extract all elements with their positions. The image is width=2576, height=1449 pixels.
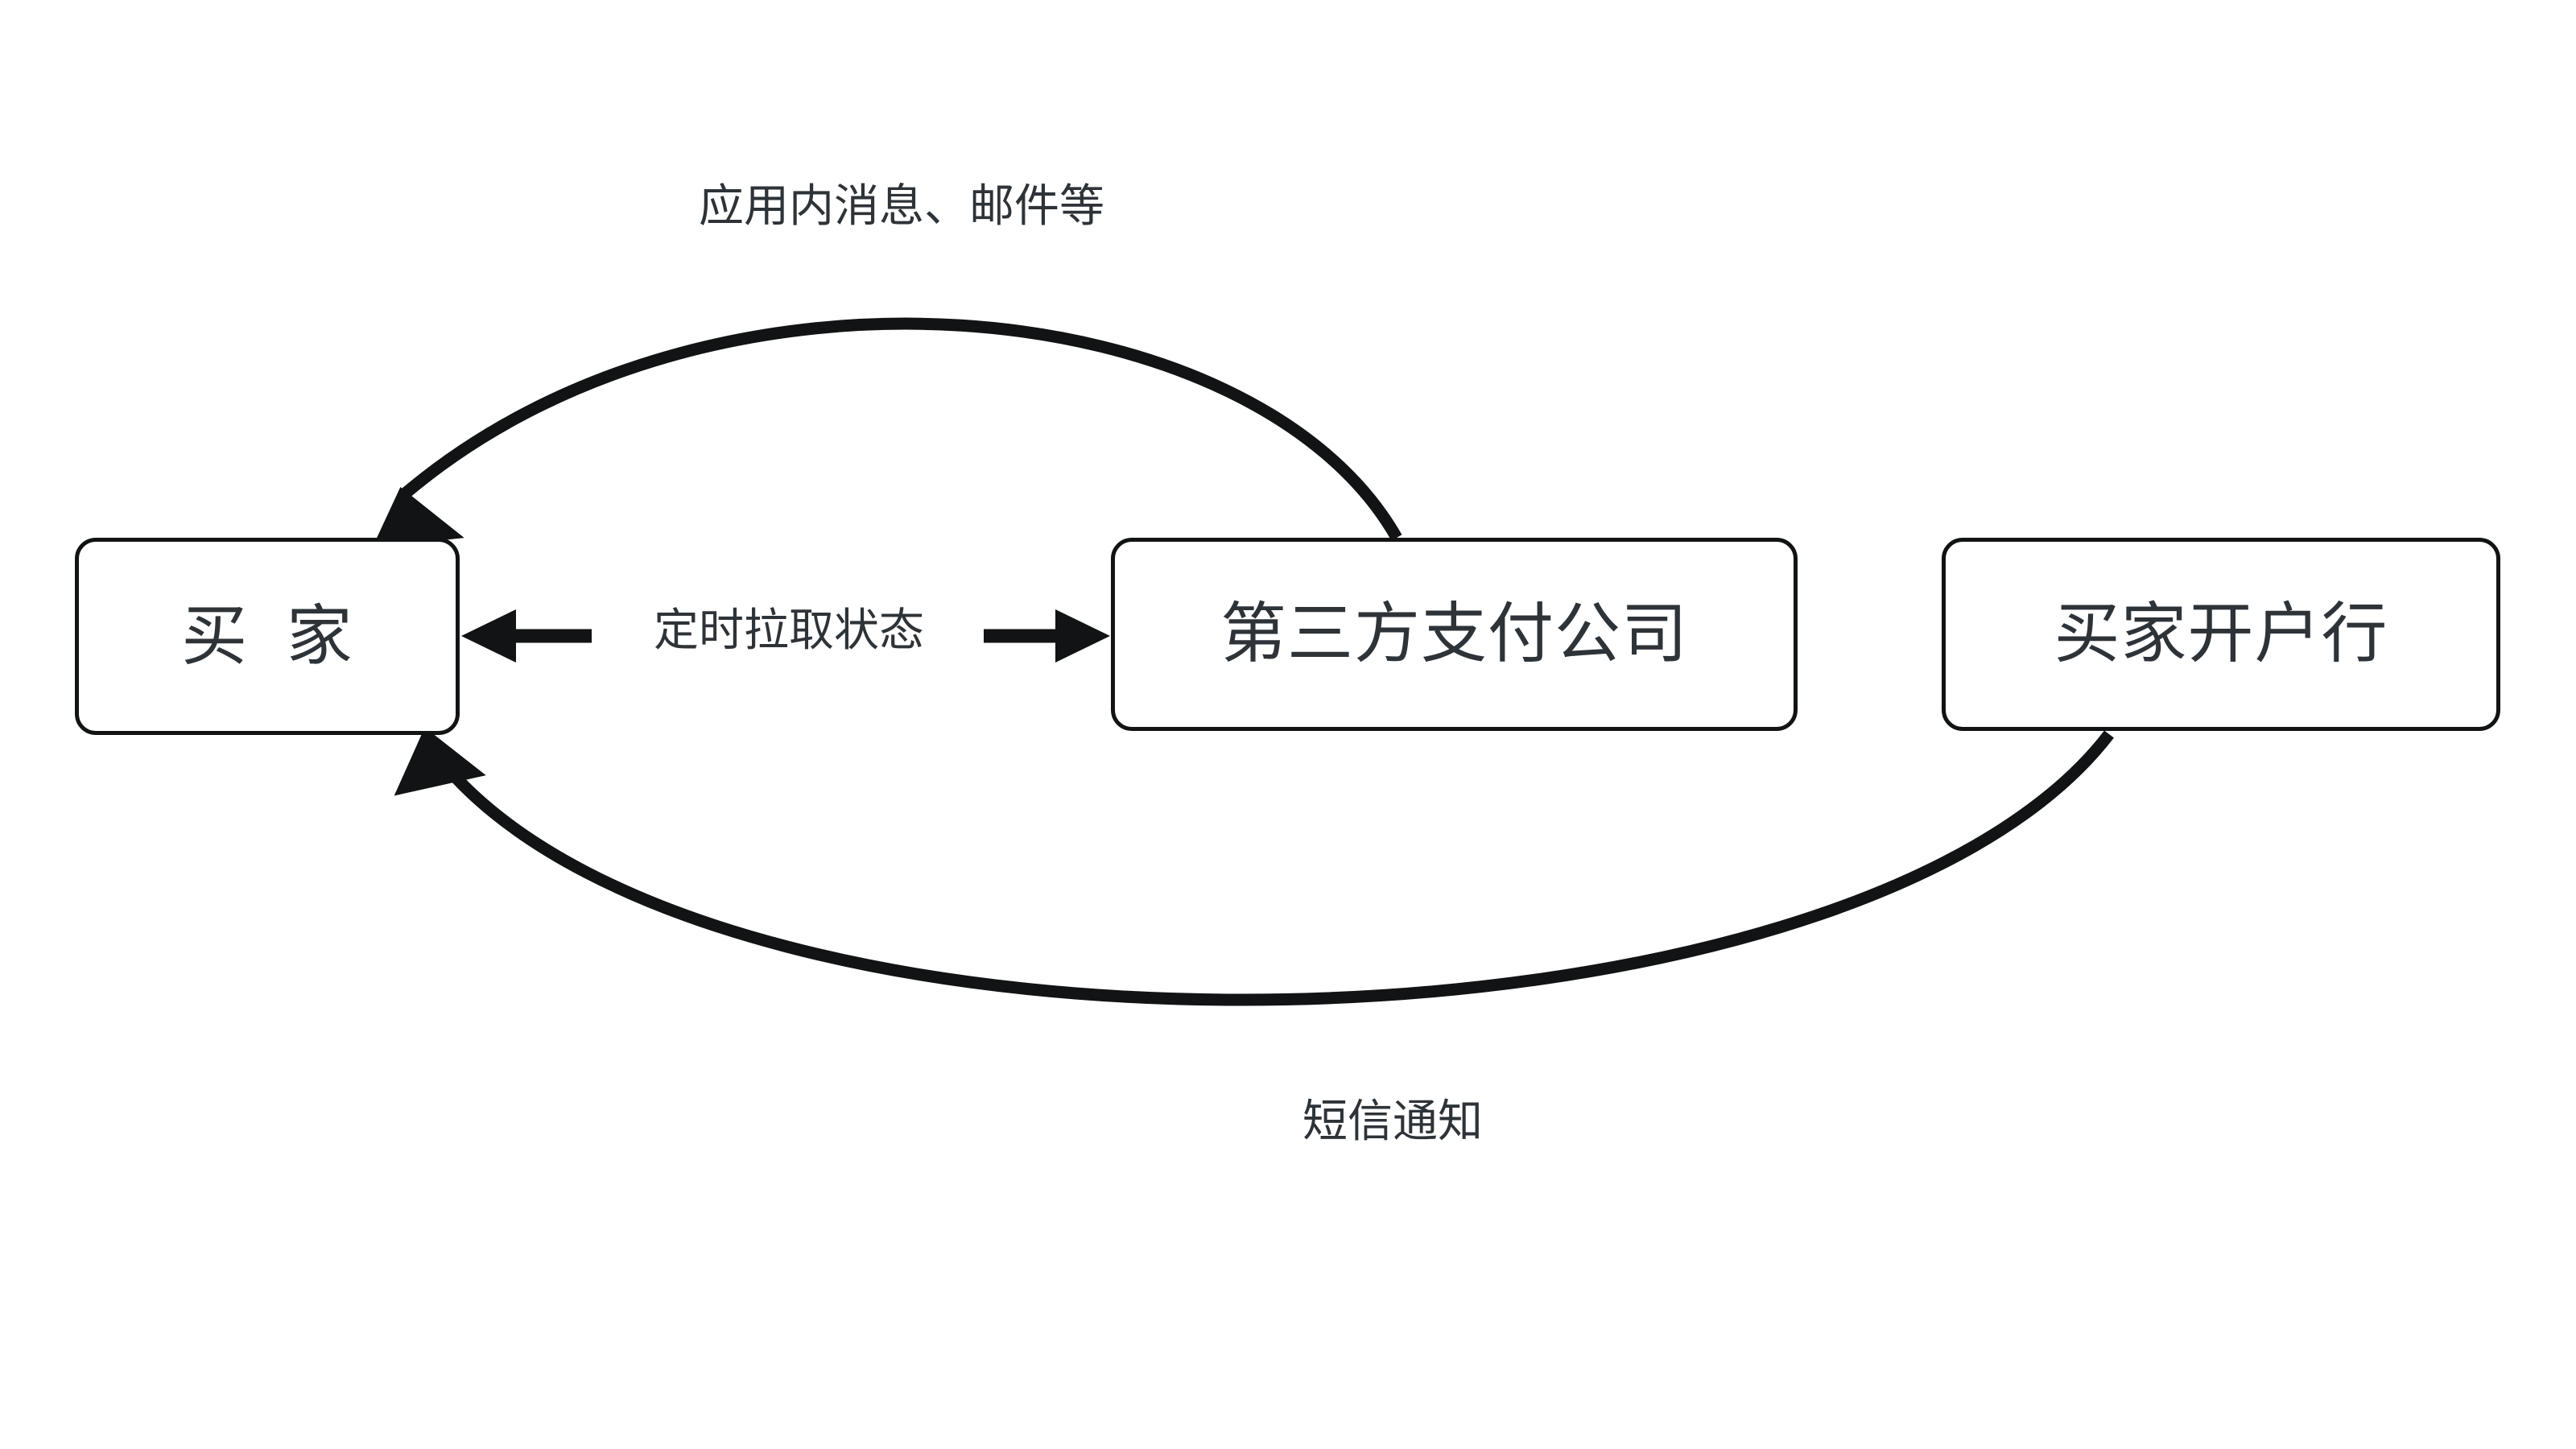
- edge-sms-connector: [394, 727, 2114, 1006]
- edge-label-poll: 定时拉取状态: [654, 605, 924, 655]
- node-buyer[interactable]: 买 家: [75, 538, 460, 735]
- edge-poll-connector: [461, 609, 1110, 663]
- node-buyer-label: 买 家: [181, 599, 353, 673]
- node-bank[interactable]: 买家开户行: [1942, 538, 2500, 731]
- node-payment-label: 第三方支付公司: [1220, 597, 1688, 671]
- edge-label-inapp: 应用内消息、邮件等: [699, 180, 1104, 231]
- node-payment[interactable]: 第三方支付公司: [1111, 538, 1798, 731]
- edge-inapp-connector: [372, 317, 1402, 548]
- node-bank-label: 买家开户行: [2054, 597, 2388, 671]
- edge-label-sms: 短信通知: [1302, 1096, 1483, 1146]
